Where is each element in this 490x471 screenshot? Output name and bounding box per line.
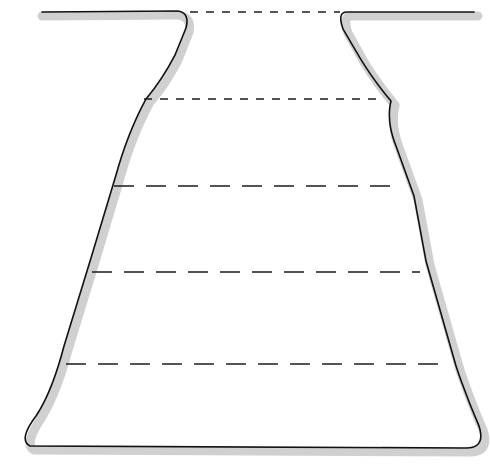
flask-outline xyxy=(25,11,481,448)
